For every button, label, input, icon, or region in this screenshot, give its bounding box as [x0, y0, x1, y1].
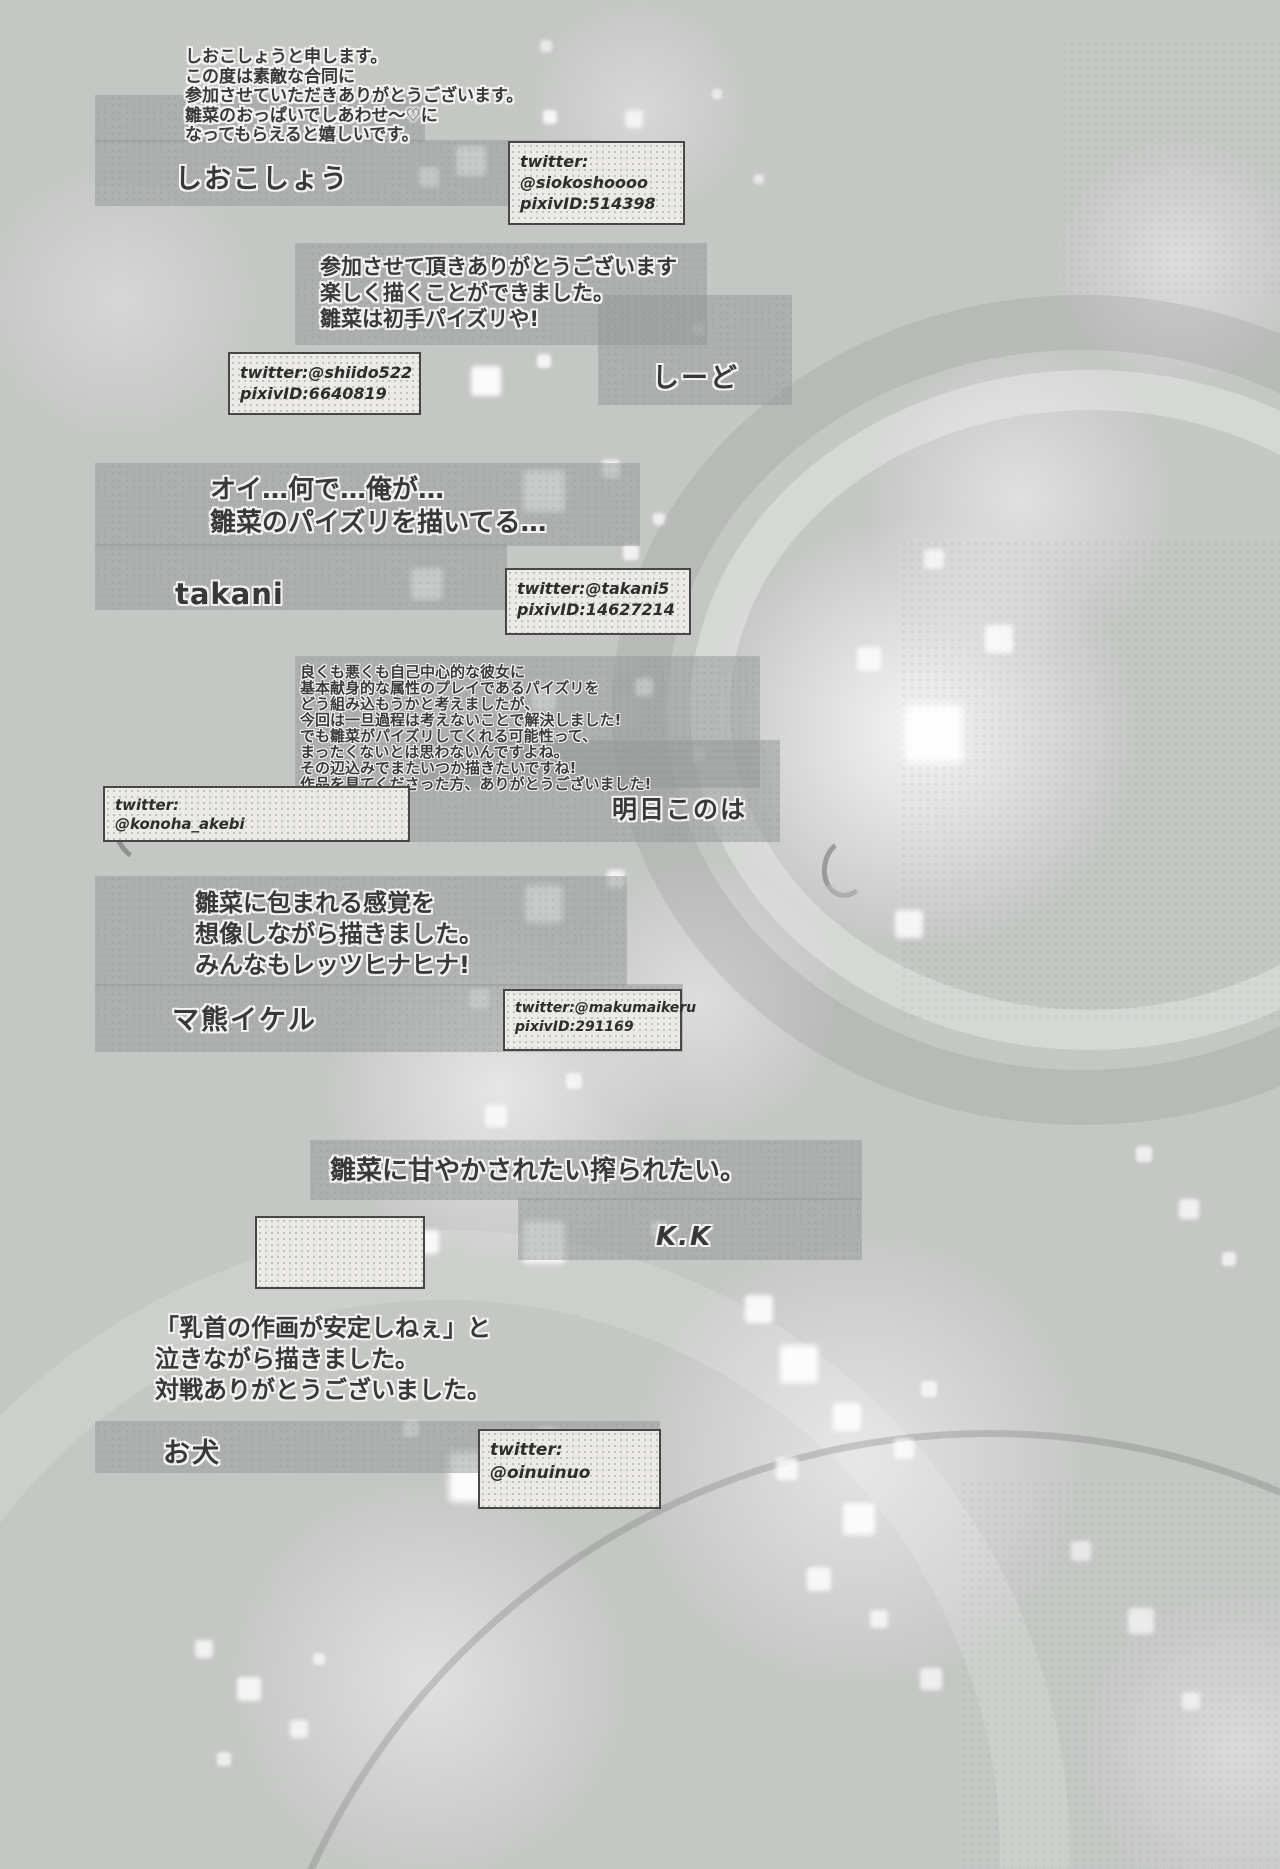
- text-line: 楽しく描くことができました。: [320, 281, 614, 305]
- text-line: 雛菜に包まれる感覚を: [195, 889, 435, 917]
- bokeh-dots: [0, 0, 2, 2]
- gray-band: [518, 1198, 862, 1260]
- text-line: なってもらえると嬉しいです。: [185, 125, 419, 145]
- text-line: twitter:: [490, 1440, 563, 1460]
- text-line: 雛菜のおっぱいでしあわせ〜♡に: [185, 105, 438, 126]
- text-line: 参加させていただきありがとうございます。: [185, 86, 524, 106]
- text-line: 基本献身的な属性のプレイであるパイズリを: [300, 679, 600, 697]
- contact-info-box-empty: [255, 1216, 425, 1289]
- artist-comment: しおこしょうと申します。この度は素敵な合同に参加させていただきありがとうございま…: [185, 47, 524, 146]
- artist-comment: 雛菜に甘やかされたい搾られたい。: [330, 1155, 746, 1187]
- artist-comment: オイ…何で…俺が…雛菜のパイズリを描いてる…: [210, 474, 546, 540]
- artist-name: 明日このは: [612, 795, 748, 824]
- text-line: 参加させて頂きありがとうございます: [320, 255, 677, 279]
- text-line: 雛菜は初手パイズリや!: [320, 307, 539, 331]
- contact-info-box: twitter: @siokoshoooo pixivID:514398: [508, 141, 685, 225]
- text-line: 「乳首の作画が安定しねぇ」と: [155, 1314, 491, 1342]
- contact-info-box: twitter:@takani5 pixivID:14627214: [505, 568, 691, 635]
- text-line: pixivID:514398: [520, 194, 656, 213]
- text-line: オイ…何で…俺が…: [210, 475, 445, 505]
- gray-band: [95, 544, 507, 610]
- text-line: みんなもレッツヒナヒナ!: [195, 951, 470, 979]
- text-line: 雛菜のパイズリを描いてる…: [210, 508, 547, 538]
- artist-name: しーど: [652, 363, 739, 394]
- text-line: 想像しながら描きました。: [195, 920, 483, 948]
- text-line: この度は素敵な合同に: [185, 66, 355, 87]
- artist-comment: 雛菜に包まれる感覚を想像しながら描きました。みんなもレッツヒナヒナ!: [195, 888, 483, 981]
- gray-band: [95, 95, 425, 142]
- artist-name: takani: [175, 577, 284, 611]
- text-line: pixivID:6640819: [240, 384, 387, 403]
- text-line: まったくないとは思わないんですよね。: [300, 743, 569, 761]
- text-line: しおこしょうと申します。: [185, 47, 388, 67]
- artist-name: K.K: [656, 1222, 713, 1252]
- text-line: 対戦ありがとうございました。: [155, 1376, 491, 1404]
- text-line: twitter:@makumaikeru: [515, 1000, 697, 1016]
- artist-comment: 参加させて頂きありがとうございます楽しく描くことができました。雛菜は初手パイズリ…: [320, 254, 677, 332]
- text-line: 良くも悪くも自己中心的な彼女に: [300, 663, 526, 681]
- gray-band: [310, 1140, 862, 1200]
- artist-name: お犬: [163, 1438, 221, 1469]
- text-line: どう組み込もうかと考えましたが、: [300, 695, 540, 713]
- artist-name: マ熊イケル: [172, 1005, 317, 1036]
- text-line: pixivID:291169: [515, 1019, 634, 1035]
- text-line: twitter:@shiido522: [240, 363, 413, 382]
- text-line: でも雛菜がパイズリしてくれる可能性って、: [300, 727, 598, 745]
- contact-info-box: twitter:@shiido522 pixivID:6640819: [228, 352, 421, 415]
- text-line: twitter:@takani5: [517, 579, 670, 598]
- gray-band: [410, 740, 780, 842]
- contact-info-box: twitter:@konoha_akebi: [103, 786, 410, 842]
- text-line: 今回は一旦過程は考えないことで解決しました!: [300, 711, 622, 729]
- text-line: pixivID:14627214: [517, 600, 675, 619]
- text-line: @konoha_akebi: [115, 815, 245, 833]
- halftone-texture: [900, 540, 1280, 1020]
- text-line: その辺込みでまたいつか描きたいですね!: [300, 759, 577, 777]
- text-line: 泣きながら描きました。: [155, 1345, 419, 1373]
- gray-band: [598, 295, 792, 405]
- artist-comment: 良くも悪くも自己中心的な彼女に基本献身的な属性のプレイであるパイズリをどう組み込…: [300, 664, 651, 792]
- text-line: twitter:: [115, 796, 180, 814]
- text-line: twitter:: [520, 152, 589, 171]
- text-line: 雛菜に甘やかされたい搾られたい。: [330, 1156, 747, 1186]
- gray-band: [95, 463, 640, 546]
- gray-band: [95, 876, 627, 986]
- contact-info-box: twitter: @oinuinuo: [478, 1429, 661, 1509]
- halftone-texture: [1060, 40, 1280, 300]
- artist-name: しおこしょう: [175, 164, 349, 195]
- contact-info-box: twitter:@makumaikeru pixivID:291169: [503, 989, 697, 1051]
- halftone-texture: [960, 1480, 1280, 1869]
- artist-comment: 「乳首の作画が安定しねぇ」と泣きながら描きました。対戦ありがとうございました。: [155, 1313, 491, 1406]
- text-line: @siokoshoooo: [520, 173, 648, 192]
- text-line: @oinuinuo: [490, 1463, 591, 1483]
